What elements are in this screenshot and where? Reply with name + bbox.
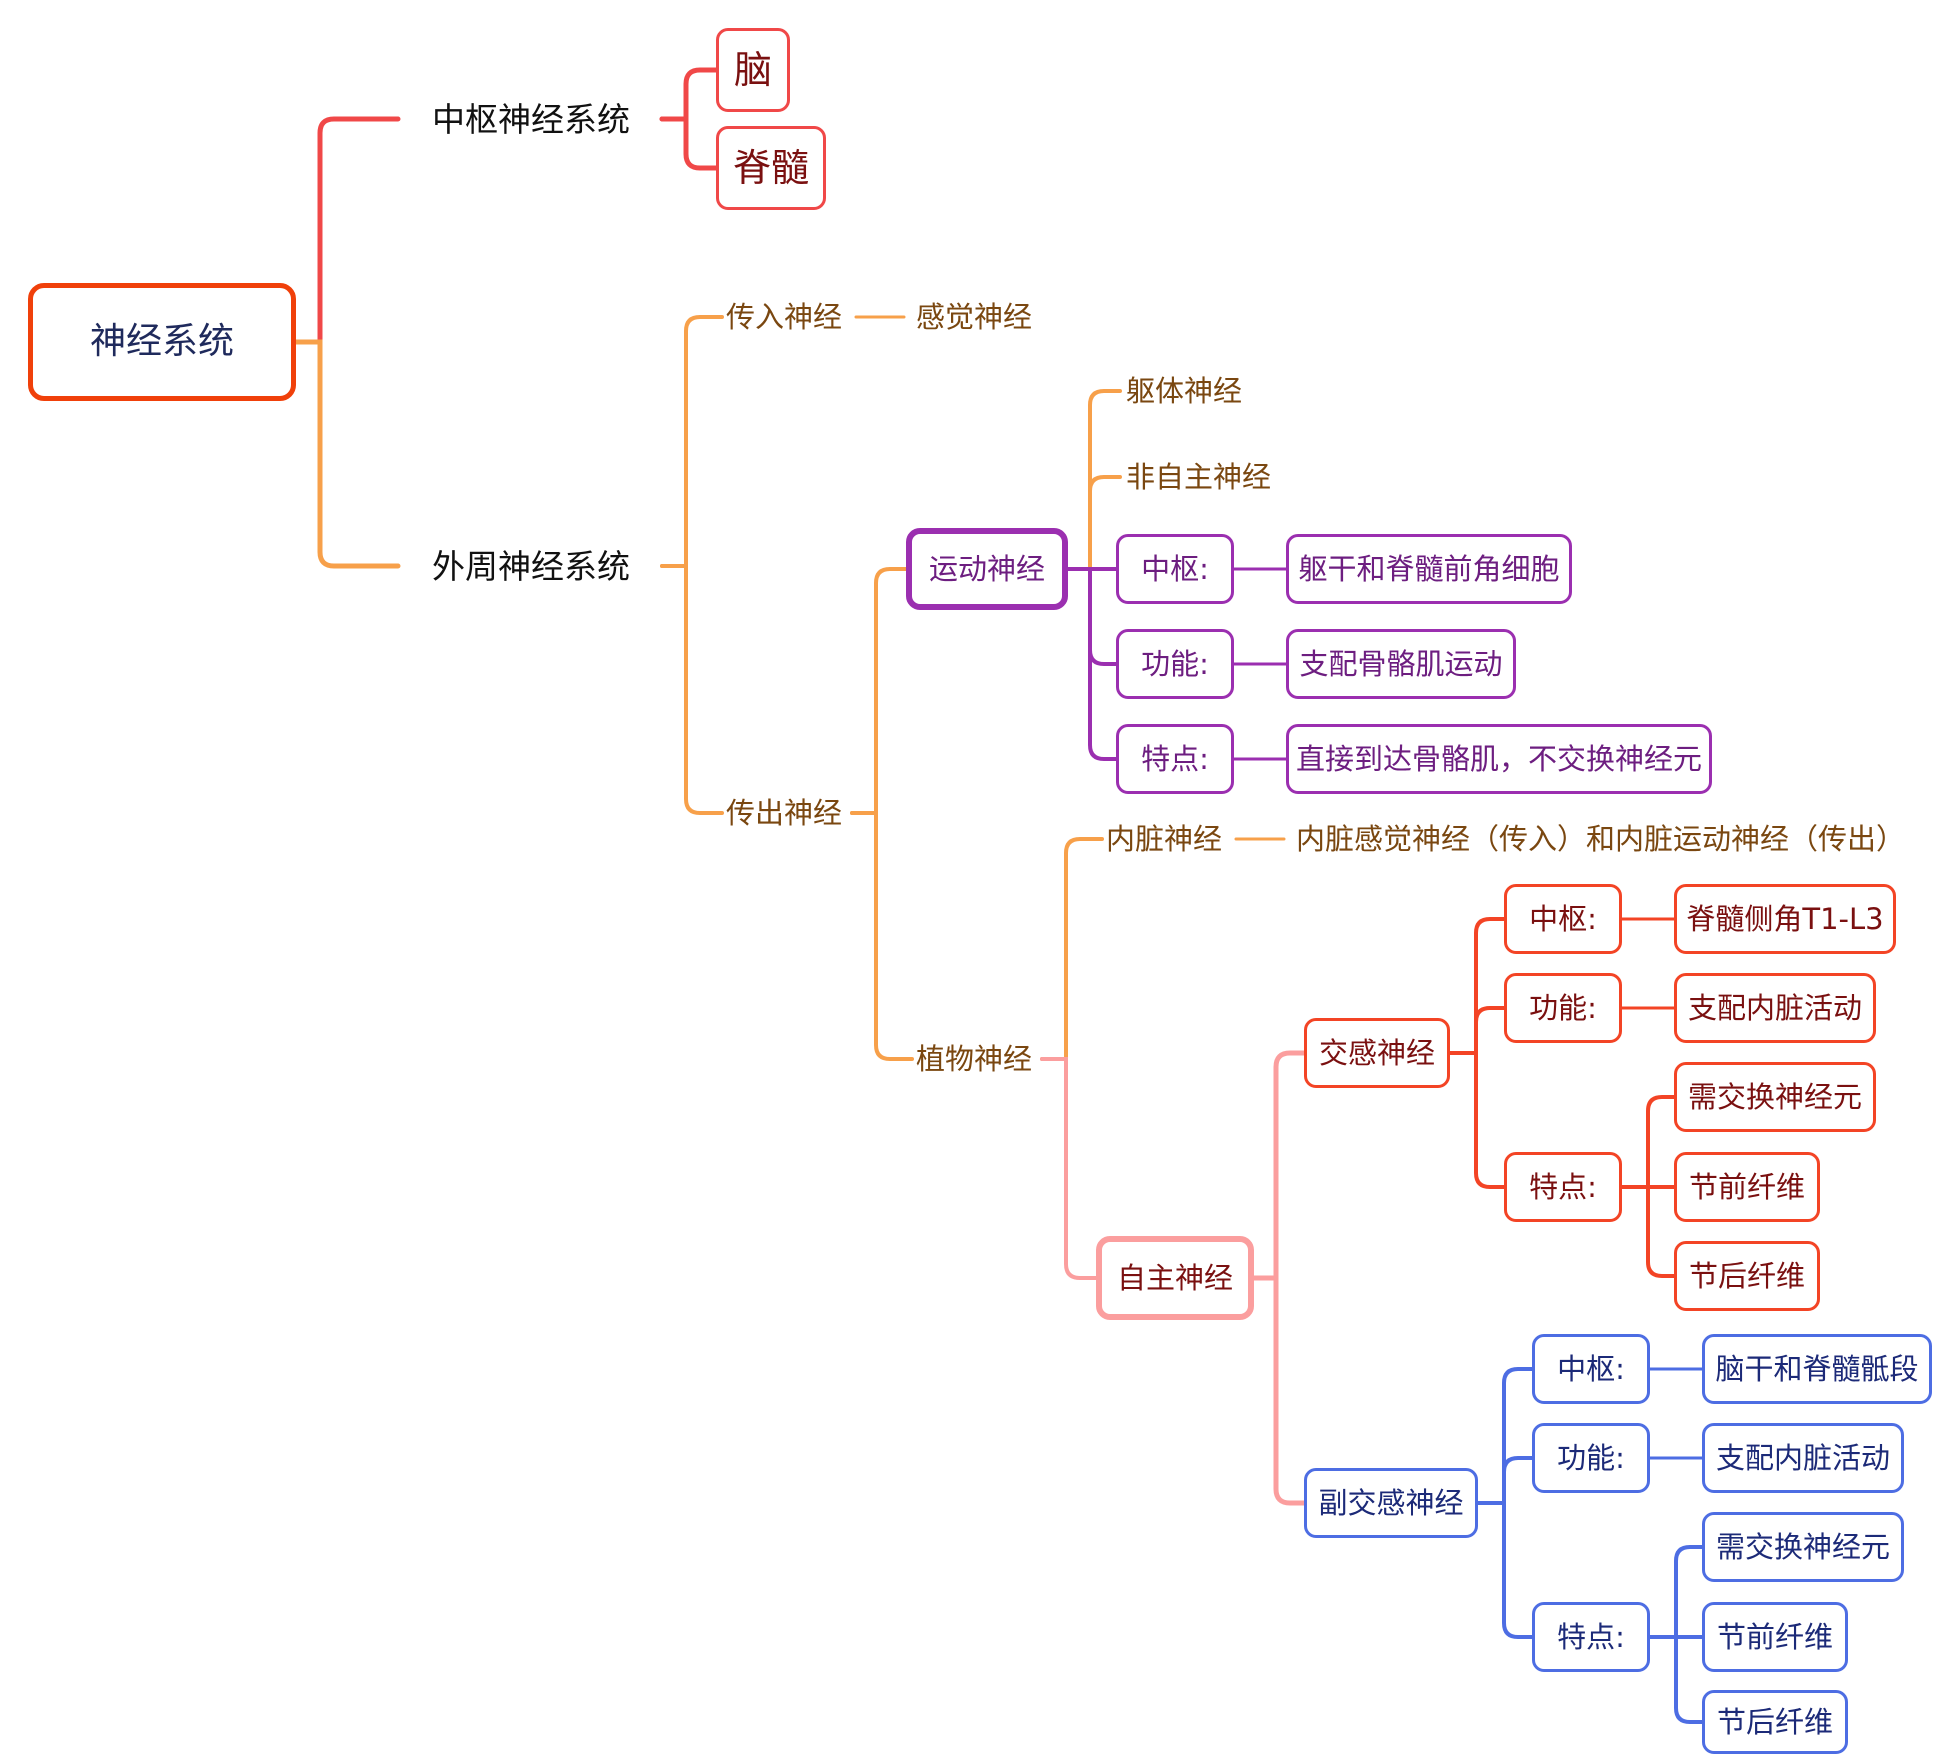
connector-veg-to-visceral [1040,837,1104,1061]
afferent-nerve-node[interactable]: 传入神经 [726,299,843,334]
parasympathetic-function-value[interactable]: 支配内脏活动 [1702,1423,1904,1493]
connector-motor-to-m-feat [1066,567,1118,761]
sympathetic-function-label[interactable]: 功能: [1504,973,1622,1043]
motor-nerve-node[interactable]: 运动神经 [906,528,1068,610]
parasympathetic-center-label[interactable]: 中枢: [1532,1334,1650,1404]
connector-root-to-central [293,116,401,345]
connector-para-to-p-center [1476,1367,1534,1505]
connector-s-feat-to-s-f3 [1620,1185,1676,1278]
parasympathetic-center-value[interactable]: 脑干和脊髓骶段 [1702,1334,1932,1404]
connector-motor-to-somatic [1066,389,1122,571]
parasympathetic-feature-2[interactable]: 节前纤维 [1702,1602,1848,1672]
visceral-nerve-node[interactable]: 内脏神经 [1106,821,1223,856]
sympathetic-feature-label[interactable]: 特点: [1504,1152,1622,1222]
connector-symp-to-s-func [1448,1006,1506,1055]
parasympathetic-feature-3[interactable]: 节后纤维 [1702,1690,1848,1754]
somatic-nerve-node[interactable]: 躯体神经 [1126,373,1243,408]
sympathetic-center-value[interactable]: 脊髓侧角T1-L3 [1674,884,1896,954]
central-nervous-system-node[interactable]: 中枢神经系统 [432,99,630,139]
connector-para-to-p-feat [1476,1501,1534,1639]
connector-central-to-spinal [659,116,719,171]
connector-p-feat-to-p-f1 [1648,1545,1704,1639]
peripheral-nervous-system-node[interactable]: 外周神经系统 [432,546,630,586]
connector-efferent-to-veg [850,811,914,1061]
connector-efferent-to-motor [850,567,908,815]
parasympathetic-nerve-node[interactable]: 副交感神经 [1304,1468,1478,1538]
motor-feature-label[interactable]: 特点: [1116,724,1234,794]
sensory-nerve-node[interactable]: 感觉神经 [916,299,1033,334]
connector-root-to-peripheral [293,339,401,569]
motor-feature-value[interactable]: 直接到达骨骼肌，不交换神经元 [1286,724,1712,794]
sympathetic-function-value[interactable]: 支配内脏活动 [1674,973,1876,1043]
spinal-cord-node[interactable]: 脊髓 [716,126,826,210]
connector-s-feat-to-s-f1 [1620,1095,1676,1189]
root-node[interactable]: 神经系统 [28,283,296,401]
sympathetic-feature-2[interactable]: 节前纤维 [1674,1152,1820,1222]
sympathetic-center-label[interactable]: 中枢: [1504,884,1622,954]
motor-function-label[interactable]: 功能: [1116,629,1234,699]
connector-para-to-p-func [1476,1456,1534,1505]
parasympathetic-function-label[interactable]: 功能: [1532,1423,1650,1493]
motor-function-value[interactable]: 支配骨骼肌运动 [1286,629,1516,699]
motor-center-value[interactable]: 躯干和脊髓前角细胞 [1286,534,1572,604]
sympathetic-nerve-node[interactable]: 交感神经 [1304,1018,1450,1088]
connector-symp-to-s-feat [1448,1051,1506,1189]
connector-symp-to-s-center [1448,917,1506,1055]
connector-central-to-brain [659,67,719,122]
connector-p-feat-to-p-f3 [1648,1635,1704,1724]
visceral-nerve-description[interactable]: 内脏感觉神经（传入）和内脏运动神经（传出） [1296,821,1906,856]
sympathetic-feature-1[interactable]: 需交换神经元 [1674,1062,1876,1132]
vegetative-nerve-node[interactable]: 植物神经 [916,1041,1033,1076]
connector-peripheral-to-afferent [660,315,724,568]
non-autonomic-nerve-node[interactable]: 非自主神经 [1126,459,1272,494]
connector-auto-to-para [1251,1275,1307,1506]
motor-center-label[interactable]: 中枢: [1116,534,1234,604]
autonomic-nerve-node[interactable]: 自主神经 [1096,1236,1254,1320]
parasympathetic-feature-label[interactable]: 特点: [1532,1602,1650,1672]
connector-auto-to-symp [1251,1050,1307,1281]
sympathetic-feature-3[interactable]: 节后纤维 [1674,1241,1820,1311]
brain-node[interactable]: 脑 [716,28,790,112]
connector-veg-to-auto [1040,1057,1098,1280]
efferent-nerve-node[interactable]: 传出神经 [726,795,843,830]
connector-motor-to-nonauto [1066,475,1122,571]
connector-peripheral-to-efferent [660,564,724,815]
parasympathetic-feature-1[interactable]: 需交换神经元 [1702,1512,1904,1582]
